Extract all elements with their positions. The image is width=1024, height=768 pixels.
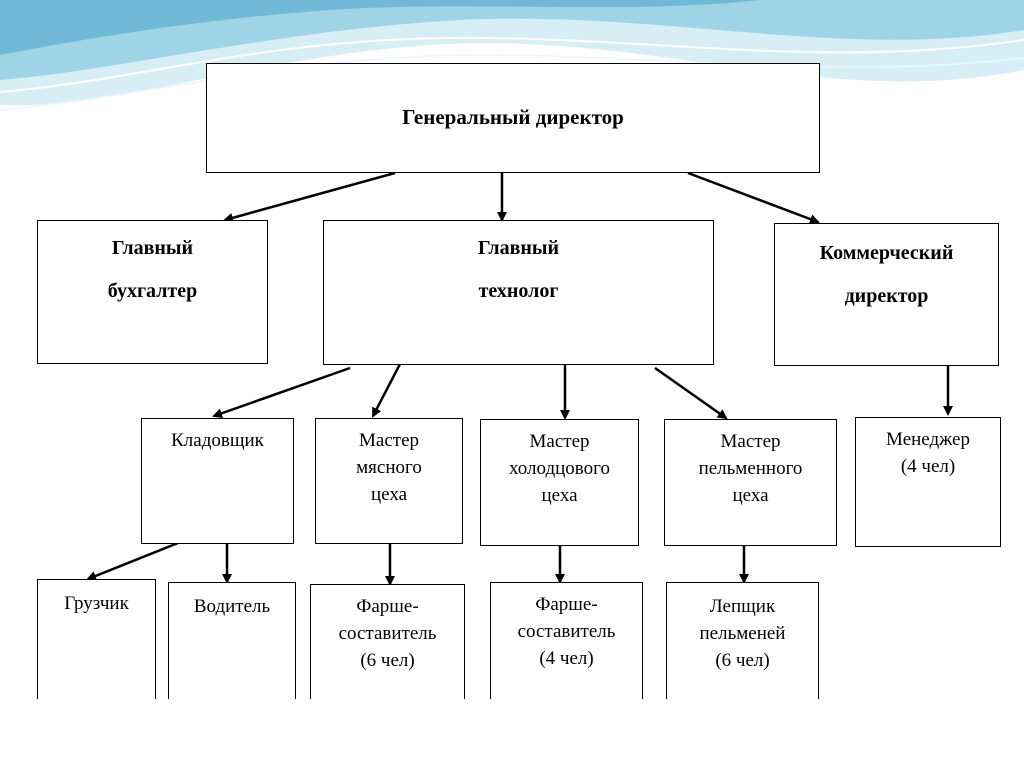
- mince-maker-1-box: Фарше- составитель (6 чел): [310, 584, 465, 699]
- chief-technologist-box: Главный технолог: [323, 220, 714, 365]
- ceo-box: Генеральный директор: [206, 63, 820, 173]
- aspic-master-label-line: цеха: [541, 485, 578, 506]
- storekeeper-label: Кладовщик: [171, 430, 264, 451]
- loader-box: Грузчик: [37, 579, 156, 699]
- dumpling-maker-label-line: (6 чел): [715, 650, 770, 671]
- dumpling-maker-label-line: Лепщик: [709, 596, 776, 617]
- storekeeper-box: Кладовщик: [141, 418, 294, 544]
- arrow-technologist-to-dumpling-master: [654, 366, 728, 420]
- commercial-director-label-line: директор: [844, 285, 929, 307]
- chief-accountant-box: Главный бухгалтер: [37, 220, 268, 364]
- dumpling-maker-box: Лепщик пельменей (6 чел): [666, 582, 819, 699]
- mince-maker-1-label-line: составитель: [338, 623, 437, 644]
- dumpling-master-label-line: пельменного: [698, 458, 803, 479]
- chief-accountant-label-line: Главный: [111, 237, 194, 259]
- aspic-master-box: Мастер холодцового цеха: [480, 419, 639, 546]
- mince-maker-2-label-line: (4 чел): [539, 648, 594, 669]
- arrow-technologist-to-storekeeper: [212, 366, 351, 419]
- manager-label-line: (4 чел): [900, 456, 956, 477]
- loader-label: Грузчик: [64, 593, 129, 614]
- driver-box: Водитель: [168, 582, 296, 699]
- mince-maker-2-label-line: Фарше-: [535, 594, 598, 615]
- dumpling-master-label-line: цеха: [732, 485, 769, 506]
- mince-maker-1-label-line: Фарше-: [356, 596, 419, 617]
- wave-line: [0, 54, 1024, 111]
- dumpling-master-label-line: Мастер: [720, 431, 781, 452]
- meat-master-box: Мастер мясного цеха: [315, 418, 463, 544]
- manager-box: Менеджер (4 чел): [855, 417, 1001, 547]
- meat-master-label-line: мясного: [356, 457, 422, 478]
- arrow-ceo-to-accountant: [223, 171, 396, 223]
- meat-master-label-line: Мастер: [359, 430, 419, 451]
- chief-accountant-label-line: бухгалтер: [107, 280, 198, 302]
- arrow-ceo-to-commercial: [687, 171, 820, 224]
- commercial-director-label-line: Коммерческий: [819, 242, 954, 264]
- manager-label-line: Менеджер: [886, 429, 970, 450]
- mince-maker-2-box: Фарше- составитель (4 чел): [490, 582, 643, 699]
- aspic-master-label-line: холодцового: [509, 458, 610, 479]
- ceo-label: Генеральный директор: [402, 105, 624, 129]
- dumpling-master-box: Мастер пельменного цеха: [664, 419, 837, 546]
- wave-line: [0, 36, 1024, 93]
- arrow-technologist-to-meat-master: [371, 363, 402, 418]
- wave-band-dark: [0, 0, 760, 55]
- aspic-master-label-line: Мастер: [529, 431, 590, 452]
- driver-label: Водитель: [193, 596, 271, 617]
- mince-maker-2-label-line: составитель: [517, 621, 616, 642]
- wave-band-mid: [0, 0, 1024, 80]
- chief-technologist-label-line: Главный: [477, 237, 560, 259]
- commercial-director-box: Коммерческий директор: [774, 223, 999, 366]
- arrow-storekeeper-to-loader: [86, 541, 179, 581]
- mince-maker-1-label-line: (6 чел): [360, 650, 415, 671]
- dumpling-maker-label-line: пельменей: [699, 623, 786, 644]
- meat-master-label-line: цеха: [370, 484, 408, 505]
- chief-technologist-label-line: технолог: [478, 280, 559, 302]
